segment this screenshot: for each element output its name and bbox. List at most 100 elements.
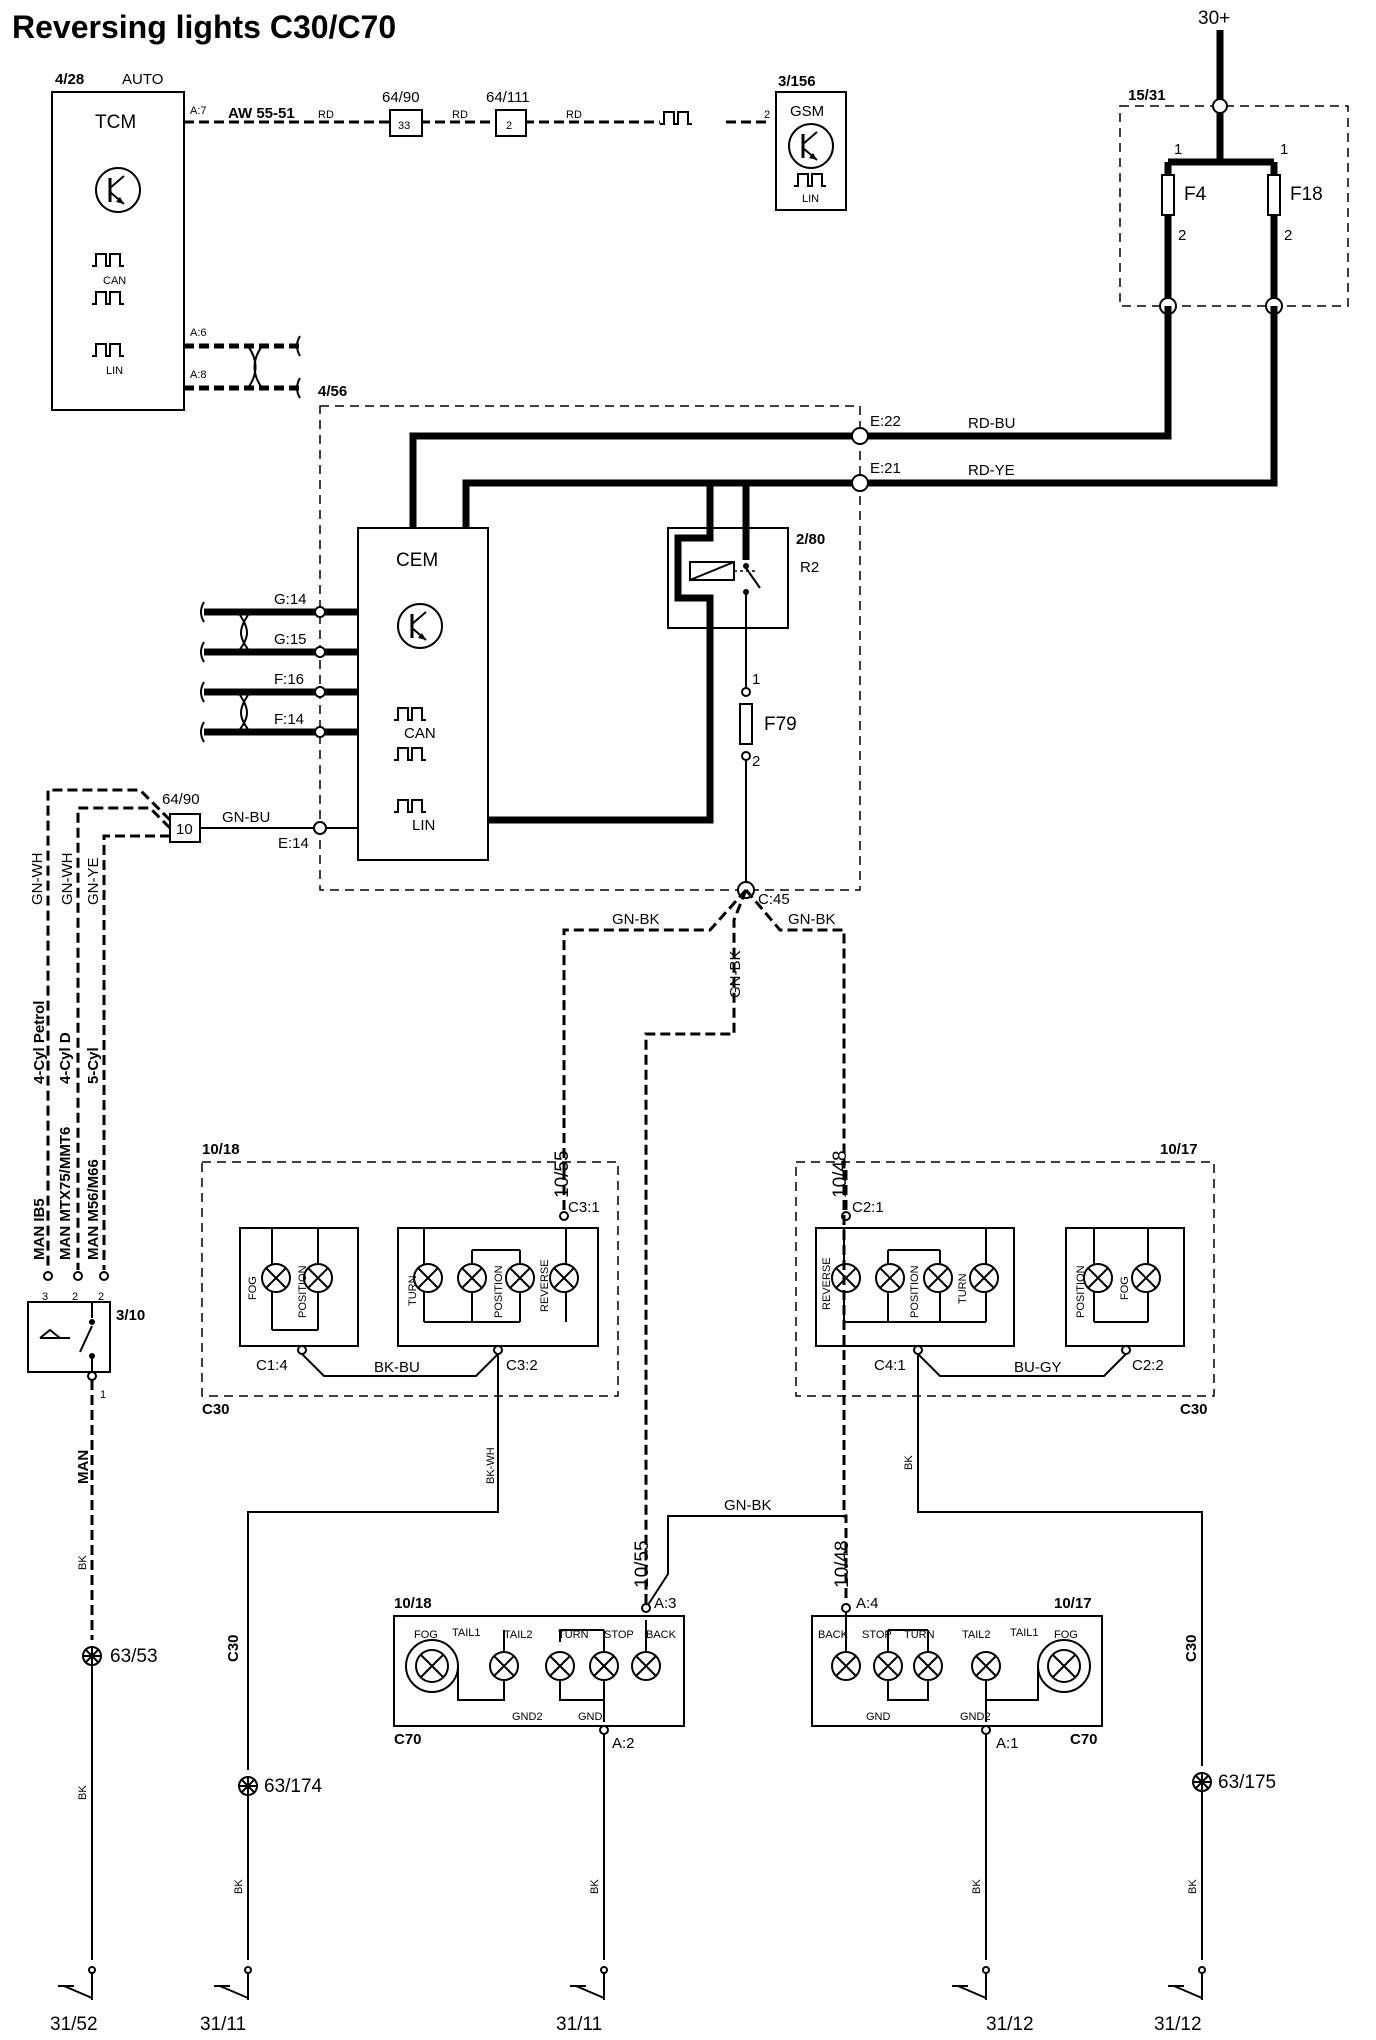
svg-text:GN-WH: GN-WH <box>59 853 76 906</box>
svg-text:REVERSE: REVERSE <box>821 1257 833 1310</box>
svg-text:TAIL2: TAIL2 <box>962 1629 991 1641</box>
svg-text:G:15: G:15 <box>274 631 307 648</box>
svg-text:E:22: E:22 <box>870 413 901 430</box>
svg-text:33: 33 <box>398 120 410 132</box>
cem-can-bus: G:14 G:15 F:16 F:14 <box>200 591 358 743</box>
svg-text:A:7: A:7 <box>190 105 207 117</box>
svg-text:R2: R2 <box>800 559 819 576</box>
svg-text:BK: BK <box>77 1785 89 1800</box>
svg-text:A:3: A:3 <box>654 1595 677 1612</box>
svg-text:10: 10 <box>176 821 193 838</box>
cem-unit-ref: 4/56 <box>318 383 347 400</box>
svg-text:64/111: 64/111 <box>486 89 530 106</box>
svg-text:BK: BK <box>903 1455 915 1470</box>
svg-text:AW 55-51: AW 55-51 <box>228 105 295 122</box>
ground-icon <box>951 1966 990 2001</box>
svg-text:F4: F4 <box>1184 184 1207 205</box>
svg-text:2: 2 <box>752 753 760 770</box>
svg-text:BK: BK <box>1187 1879 1199 1894</box>
transistor-icon <box>396 602 444 650</box>
splice-63-53 <box>81 1645 103 1667</box>
reversing-switch: 3 2 2 3/10 1 <box>27 1271 145 1401</box>
svg-text:4-Cyl D: 4-Cyl D <box>57 1032 74 1084</box>
svg-text:BK: BK <box>233 1879 245 1894</box>
svg-text:CAN: CAN <box>103 275 126 287</box>
svg-text:64/90: 64/90 <box>382 89 420 106</box>
svg-text:31/11: 31/11 <box>200 2014 246 2035</box>
svg-text:MAN: MAN <box>75 1450 92 1484</box>
c70-left-ref: 10/18 <box>394 1595 432 1612</box>
svg-text:BK-BU: BK-BU <box>374 1359 420 1376</box>
svg-text:3/10: 3/10 <box>116 1307 145 1324</box>
c30-right-ref: 10/17 <box>1160 1141 1198 1158</box>
svg-text:E:14: E:14 <box>278 835 309 852</box>
svg-text:BACK: BACK <box>818 1629 849 1641</box>
cem-unit: 4/56 CEM CAN LIN <box>318 383 861 891</box>
connector-64-90 <box>389 109 423 137</box>
svg-text:C30: C30 <box>202 1401 230 1418</box>
svg-text:GN-WH: GN-WH <box>29 853 46 906</box>
svg-text:BU-GY: BU-GY <box>1014 1359 1062 1376</box>
svg-text:C30: C30 <box>1183 1634 1200 1662</box>
svg-text:RD: RD <box>318 109 334 121</box>
svg-text:LIN: LIN <box>106 365 123 377</box>
svg-text:FOG: FOG <box>1119 1276 1131 1300</box>
svg-text:POSITION: POSITION <box>493 1265 505 1318</box>
svg-text:GND: GND <box>866 1711 891 1723</box>
relay-ref: 2/80 <box>796 531 825 548</box>
svg-text:4-Cyl Petrol: 4-Cyl Petrol <box>31 1001 48 1084</box>
svg-text:31/12: 31/12 <box>1154 2014 1202 2035</box>
svg-text:GN-BK: GN-BK <box>724 1497 772 1514</box>
connector-64-111 <box>495 109 527 137</box>
svg-text:C3:1: C3:1 <box>568 1199 600 1216</box>
splice-63-175 <box>1191 1771 1213 1793</box>
svg-text:10/48: 10/48 <box>832 1540 853 1588</box>
svg-text:64/90: 64/90 <box>162 791 200 808</box>
svg-text:TURN: TURN <box>957 1273 969 1304</box>
svg-text:3: 3 <box>42 1291 48 1303</box>
svg-text:C2:2: C2:2 <box>1132 1357 1164 1374</box>
svg-text:GN-BK: GN-BK <box>727 950 744 998</box>
svg-text:GN-BK: GN-BK <box>612 911 660 928</box>
fuse-f18 <box>1267 174 1281 216</box>
svg-text:FOG: FOG <box>1054 1629 1078 1641</box>
svg-text:FOG: FOG <box>414 1629 438 1641</box>
svg-text:2: 2 <box>1178 227 1186 244</box>
svg-text:1: 1 <box>1280 141 1288 158</box>
svg-text:2: 2 <box>1284 227 1292 244</box>
fuse-f4 <box>1161 174 1175 216</box>
svg-text:31/12: 31/12 <box>986 2014 1034 2035</box>
svg-text:BK: BK <box>971 1879 983 1894</box>
c30-right-lamp: 10/17 C30 REVERSE POSITION TURN POSITION… <box>795 1141 1215 1418</box>
svg-text:A:4: A:4 <box>856 1595 879 1612</box>
svg-text:GND2: GND2 <box>960 1711 991 1723</box>
svg-text:RD-YE: RD-YE <box>968 462 1015 479</box>
svg-text:C30: C30 <box>1180 1401 1208 1418</box>
svg-text:TURN: TURN <box>407 1275 419 1306</box>
svg-text:TCM: TCM <box>95 112 136 133</box>
svg-text:2: 2 <box>98 1291 104 1303</box>
splice-63-174 <box>237 1775 259 1797</box>
svg-text:1: 1 <box>752 671 760 688</box>
svg-text:MAN MTX75/MMT6: MAN MTX75/MMT6 <box>57 1127 74 1260</box>
svg-text:F18: F18 <box>1290 184 1323 205</box>
svg-text:2: 2 <box>506 120 512 132</box>
svg-text:MAN IB5: MAN IB5 <box>31 1198 48 1260</box>
transistor-icon <box>94 166 142 214</box>
tcm-module: 4/28 AUTO TCM CAN LIN A:7 A:6 A:8 <box>51 71 207 411</box>
ground-icon <box>569 1966 608 2001</box>
svg-text:BK: BK <box>589 1879 601 1894</box>
c30-left-ref: 10/18 <box>202 1141 240 1158</box>
svg-text:GND2: GND2 <box>512 1711 543 1723</box>
svg-text:A:8: A:8 <box>190 369 207 381</box>
svg-text:GSM: GSM <box>790 103 824 120</box>
svg-text:TAIL2: TAIL2 <box>504 1629 533 1641</box>
relay: 2/80 R2 <box>667 483 825 690</box>
c30-left-lamp: 10/18 C30 FOG POSITION TURN POSITION REV… <box>201 1141 619 1418</box>
svg-text:TURN: TURN <box>904 1629 935 1641</box>
svg-text:A:1: A:1 <box>996 1735 1019 1752</box>
svg-text:LIN: LIN <box>802 193 819 205</box>
svg-text:RD: RD <box>566 109 582 121</box>
svg-text:GND: GND <box>578 1711 603 1723</box>
